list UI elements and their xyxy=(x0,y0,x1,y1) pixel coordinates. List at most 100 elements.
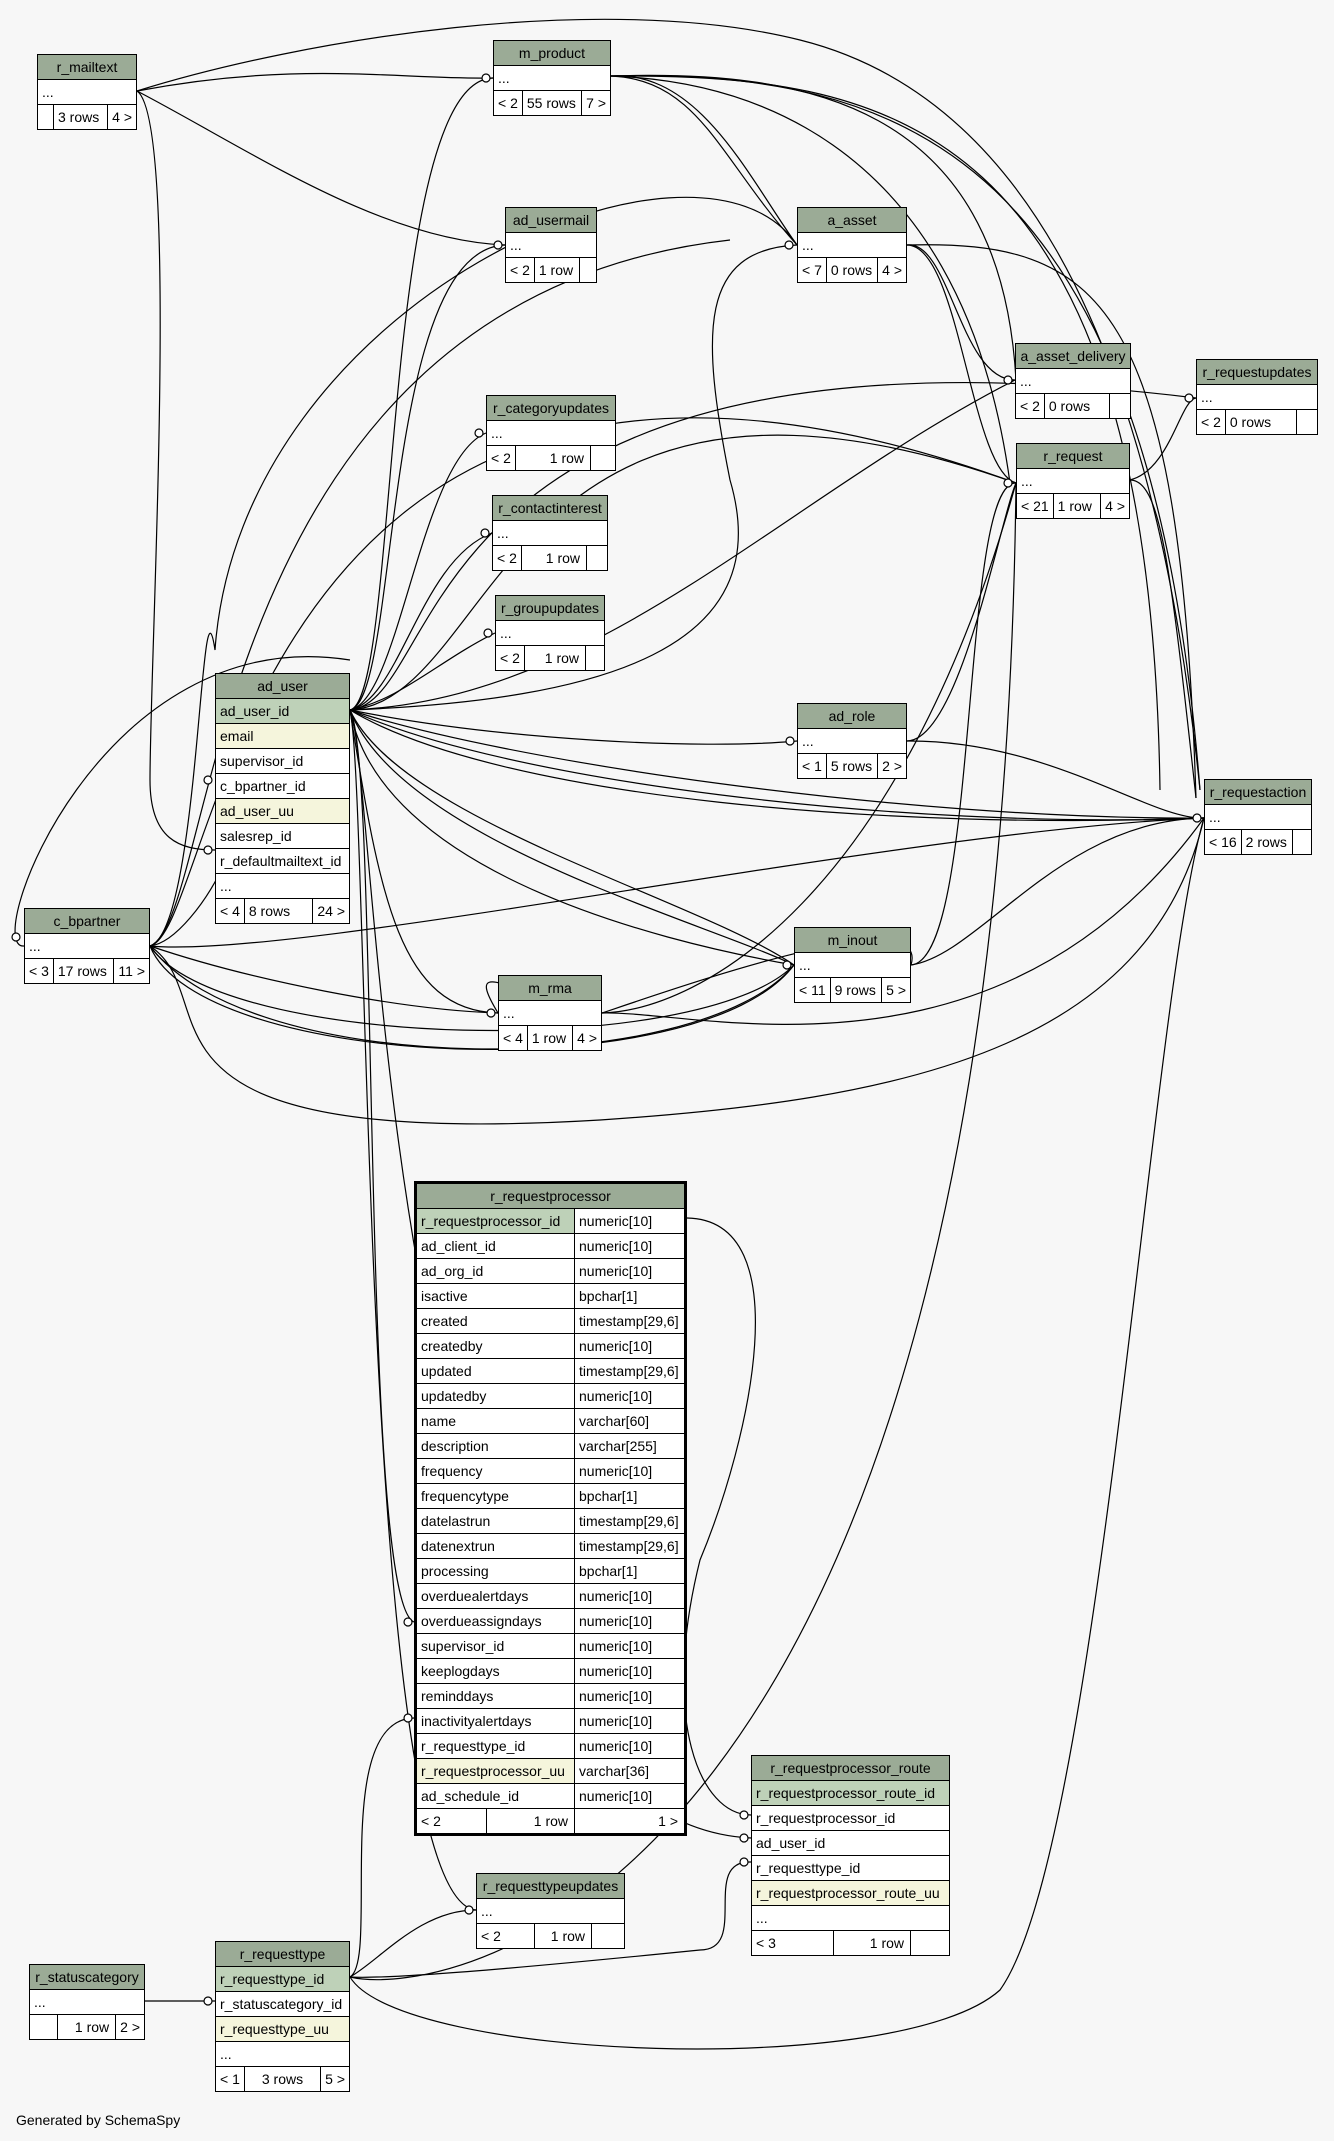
column-type: numeric[10] xyxy=(579,1713,653,1729)
relationship-line xyxy=(136,90,506,246)
table-r_requesttype[interactable]: r_requesttype r_requesttype_id r_statusc… xyxy=(215,1941,350,2092)
relationship-endpoint xyxy=(1192,813,1202,823)
relationship-line xyxy=(14,656,351,947)
table-row: ... xyxy=(216,874,349,899)
relationship-line xyxy=(906,244,1016,381)
table-header: r_request xyxy=(1017,444,1129,469)
column-name: createdby xyxy=(417,1334,575,1358)
table-row: email xyxy=(216,724,349,749)
table-ad_user[interactable]: ad_user ad_user_id email supervisor_id c… xyxy=(215,673,350,924)
table-row: ... xyxy=(506,233,596,258)
relationship-line xyxy=(683,1217,756,1816)
table-header: r_requestaction xyxy=(1205,780,1311,805)
table-header: r_mailtext xyxy=(38,55,136,80)
relationship-line xyxy=(349,709,795,966)
relationship-line xyxy=(136,18,1201,791)
relationship-endpoint xyxy=(403,1617,413,1627)
relationship-endpoint xyxy=(483,628,493,638)
column-name: updatedby xyxy=(417,1384,575,1408)
relationship-line xyxy=(149,817,1205,948)
column-name: ad_schedule_id xyxy=(417,1784,575,1808)
relationship-line xyxy=(349,244,506,711)
relationship-line xyxy=(906,244,1017,484)
relationship-line xyxy=(149,239,731,947)
relationship-line xyxy=(136,90,216,851)
relationship-line xyxy=(349,244,798,711)
table-row: ... xyxy=(798,729,906,754)
table-header: c_bpartner xyxy=(25,909,149,934)
relationship-endpoint xyxy=(203,845,213,855)
table-row: ... xyxy=(499,1001,601,1026)
table-row: r_requestprocessor_id xyxy=(752,1806,949,1831)
column-name: isactive xyxy=(417,1284,575,1308)
table-header: r_categoryupdates xyxy=(487,396,615,421)
table-row: ... xyxy=(25,934,149,959)
column-name: name xyxy=(417,1409,575,1433)
table-row: ad_user_uu xyxy=(216,799,349,824)
table-row: supervisor_id xyxy=(216,749,349,774)
table-row: ... xyxy=(1017,469,1129,494)
relationship-endpoint xyxy=(480,528,490,538)
table-row: salesrep_id xyxy=(216,824,349,849)
table-r_requestprocessor[interactable]: r_requestprocessor r_requestprocessor_id… xyxy=(414,1181,687,1836)
relationship-line xyxy=(349,434,1017,711)
column-type: numeric[10] xyxy=(579,1613,653,1629)
relationship-line xyxy=(349,709,499,1014)
column-name: r_requesttype_id xyxy=(417,1734,575,1758)
column-name: description xyxy=(417,1434,575,1458)
column-type: timestamp[29,6] xyxy=(579,1313,679,1329)
table-row: ... xyxy=(38,80,136,105)
relationship-line xyxy=(349,1909,477,1978)
table-r_requestprocessor_route[interactable]: r_requestprocessor_route r_requestproces… xyxy=(751,1755,950,1956)
relationship-endpoint xyxy=(1184,393,1194,403)
table-header: m_product xyxy=(494,41,610,66)
column-name: processing xyxy=(417,1559,575,1583)
relationship-line xyxy=(349,817,1205,2050)
relationship-endpoint xyxy=(1003,375,1013,385)
relationship-endpoint xyxy=(474,428,484,438)
table-row: ... xyxy=(795,953,910,978)
column-type: numeric[10] xyxy=(579,1688,653,1704)
relationship-endpoint xyxy=(493,240,503,250)
relationship-line xyxy=(149,945,795,1050)
column-type: timestamp[29,6] xyxy=(579,1513,679,1529)
table-row: ... xyxy=(798,233,906,258)
column-type: varchar[60] xyxy=(579,1413,650,1429)
relationship-endpoint xyxy=(1003,478,1013,488)
table-row: ... xyxy=(752,1906,949,1931)
relationship-line xyxy=(349,632,496,711)
